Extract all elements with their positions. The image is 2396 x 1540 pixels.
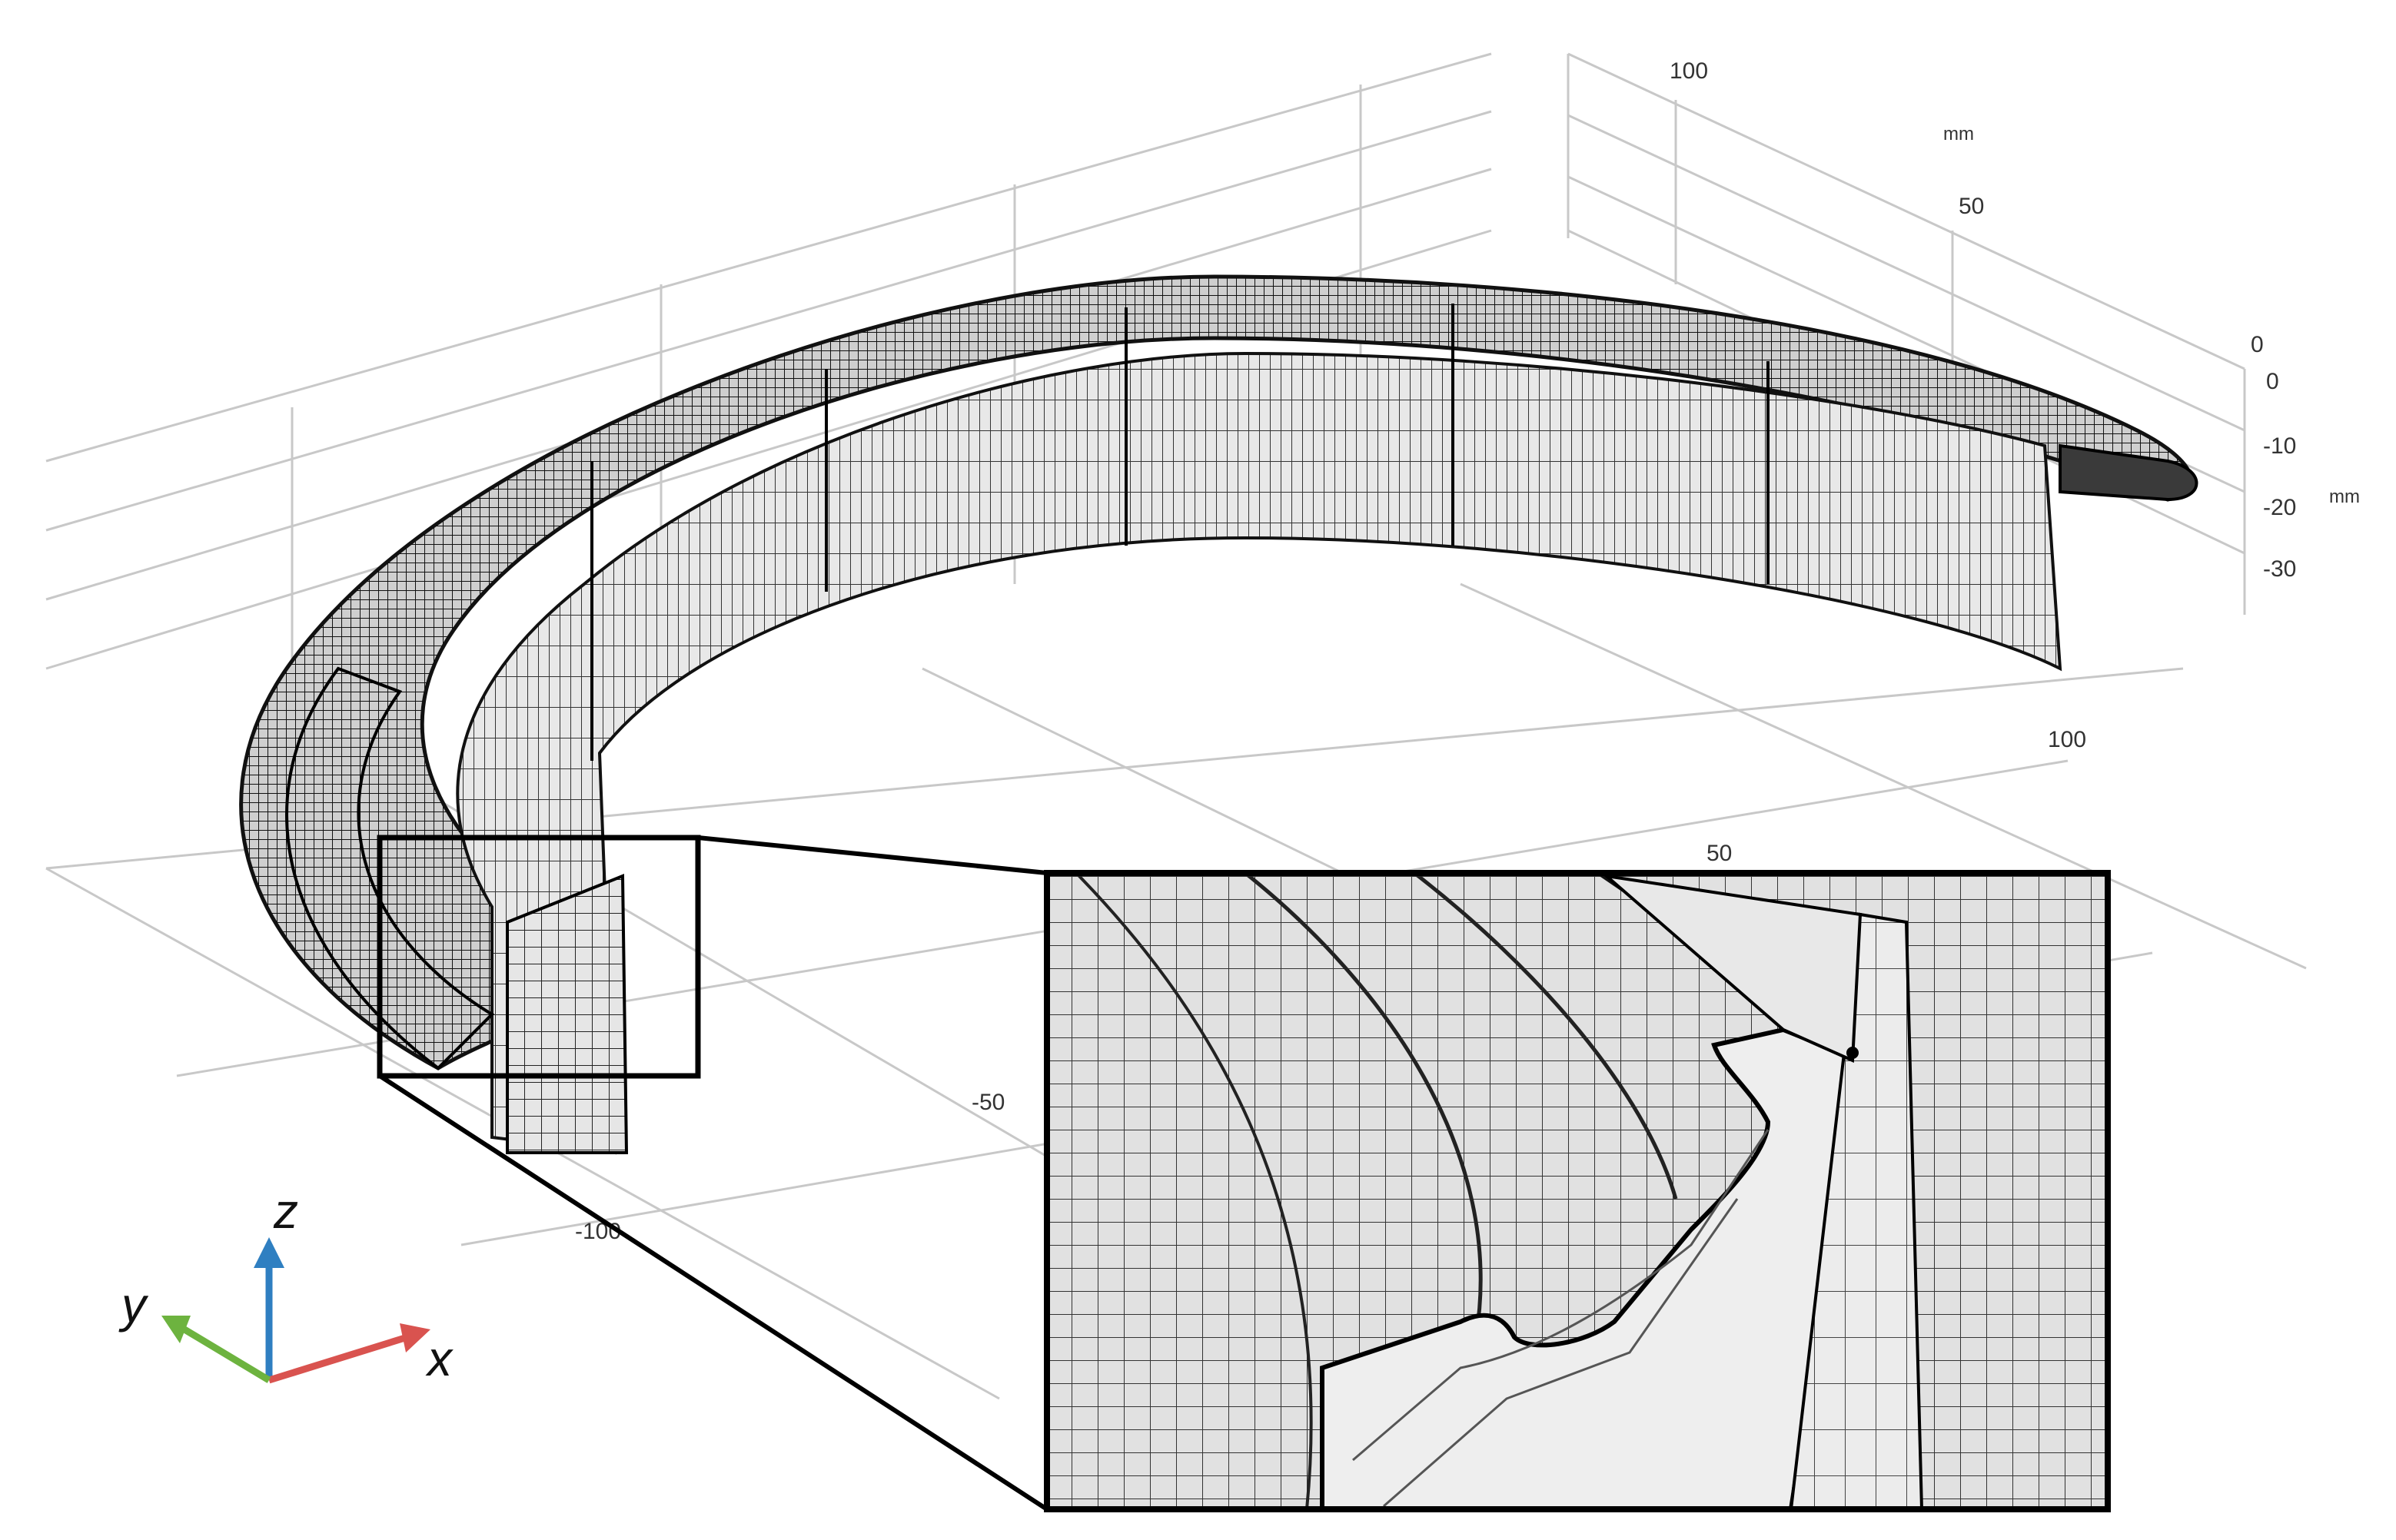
side-tick-minus30: -30 — [2263, 556, 2296, 582]
x-axis-arrow — [268, 1333, 409, 1384]
top-unit: mm — [1943, 124, 1974, 144]
magnified-mesh-icon — [1044, 870, 2111, 1512]
floor-tick-50: 50 — [1706, 841, 1732, 866]
floor-tick-minus100: -100 — [575, 1219, 621, 1244]
side-unit: mm — [2329, 486, 2360, 507]
selection-box — [377, 835, 701, 1079]
coordinate-triad: z y x — [118, 1183, 454, 1386]
ring-mesh-icon — [239, 274, 2198, 1155]
y-axis-arrow — [182, 1326, 271, 1383]
detail-callout — [377, 835, 1048, 1512]
floor-tick-minus50: -50 — [972, 1090, 1005, 1115]
side-tick-0: 0 — [2266, 369, 2279, 394]
floor-tick-100: 100 — [2048, 727, 2086, 752]
top-tick-100: 100 — [1670, 58, 1708, 84]
side-tick-minus20: -20 — [2263, 495, 2296, 520]
top-tick-0: 0 — [2251, 332, 2264, 357]
detail-frame — [1044, 870, 2111, 1512]
z-arrowhead-icon — [254, 1237, 284, 1268]
x-axis-label: x — [425, 1331, 454, 1386]
y-arrowhead-icon — [161, 1316, 191, 1343]
z-axis-label: z — [273, 1183, 298, 1239]
y-axis-label: y — [118, 1277, 149, 1333]
x-arrowhead-icon — [400, 1323, 430, 1352]
axis-tick-labels: 100 mm 50 0 0 -10 -20 mm -30 100 50 -50 … — [575, 58, 2360, 1244]
top-tick-50: 50 — [1959, 194, 1984, 219]
side-tick-minus10: -10 — [2263, 433, 2296, 459]
